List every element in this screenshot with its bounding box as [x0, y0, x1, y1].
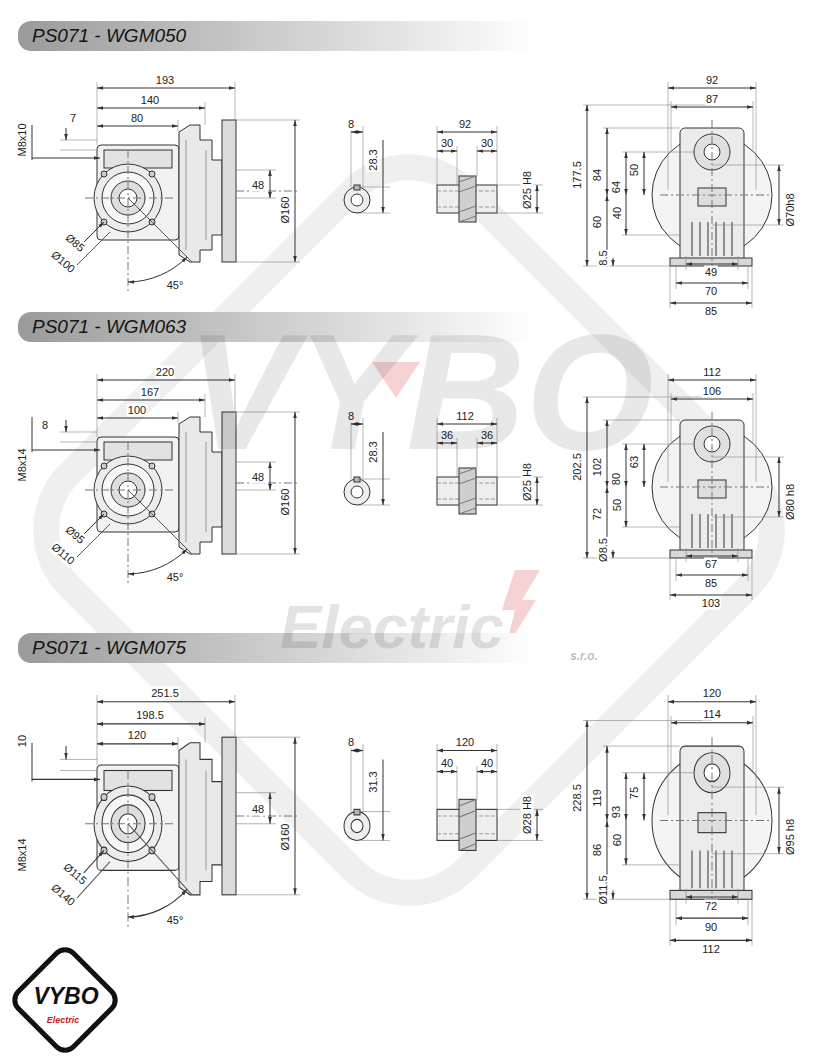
dimension-label: 228.5: [571, 783, 584, 813]
dimension-label: 8: [347, 735, 355, 748]
dimension-label: 60: [611, 833, 624, 847]
dimension-label: 85: [704, 577, 718, 590]
section-drawing: [32, 695, 784, 946]
dimension-label: Ø28 H8: [521, 795, 534, 835]
dimension-label: 120: [702, 686, 722, 699]
dimension-label: 60: [591, 215, 604, 229]
dimension-label: 40: [611, 206, 624, 220]
dimension-label: Ø160: [279, 823, 292, 852]
dimension-label: 120: [127, 728, 147, 741]
dimension-label: 8: [347, 118, 355, 131]
section-band: PS071 - WGM050: [18, 21, 538, 51]
dimension-label: 140: [140, 94, 160, 107]
dimension-label: 193: [155, 74, 175, 87]
dimension-label: Ø140: [48, 881, 79, 910]
dimension-label: M8x14: [16, 837, 29, 872]
dimension-label: Ø115: [60, 860, 90, 888]
dimension-label: 198.5: [135, 709, 165, 722]
dimension-label: 87: [705, 93, 719, 106]
dimension-label: Ø95: [62, 523, 88, 548]
dimension-label: 84: [591, 168, 604, 182]
dimension-label: Ø25 H8: [521, 170, 534, 210]
dimension-label: 103: [701, 597, 721, 610]
dimension-label: Ø100: [48, 248, 79, 277]
dimension-label: 93: [610, 804, 623, 818]
dimension-label: 119: [591, 788, 604, 808]
dimension-label: 72: [704, 899, 718, 912]
dimension-label: 75: [628, 786, 641, 800]
dimension-label: Ø160: [279, 196, 292, 225]
dimension-label: Ø11.5: [597, 875, 610, 906]
dimension-label: 100: [127, 404, 147, 417]
dimension-label: 64: [610, 180, 623, 194]
watermark-logo: VYBO: [186, 310, 654, 475]
dimension-label: Ø95 h8: [784, 818, 797, 856]
dimension-label: 28.3: [367, 148, 380, 171]
dimension-label: 86: [591, 843, 604, 857]
logo-text: VYBO: [33, 985, 98, 1008]
dimension-label: 92: [705, 74, 719, 87]
dimension-label: 112: [701, 943, 721, 956]
dimension-label: 30: [440, 137, 454, 150]
dimension-label: 85: [704, 305, 718, 318]
dimension-label: 114: [702, 707, 722, 720]
dimension-label: 30: [480, 137, 494, 150]
dimension-label: 8.5: [597, 249, 610, 266]
dimension-label: 10: [16, 733, 29, 747]
dimension-label: 92: [458, 118, 472, 131]
dimension-label: 120: [455, 735, 475, 748]
dimension-label: 45°: [166, 571, 185, 584]
watermark-text: Electric: [280, 596, 504, 658]
dimension-label: M8x10: [16, 122, 29, 157]
dimension-label: M8x14: [16, 447, 29, 482]
dimension-label: 48: [251, 179, 265, 192]
dimension-label: 167: [140, 386, 160, 399]
dimension-label: 45°: [166, 279, 185, 292]
dimension-label: 106: [702, 385, 722, 398]
dimension-label: 80: [130, 112, 144, 125]
dimension-label: 67: [704, 558, 718, 571]
dimension-label: 31.3: [367, 770, 380, 793]
dimension-label: 70: [704, 285, 718, 298]
dimension-label: 45°: [166, 914, 185, 927]
dimension-label: 72: [591, 507, 604, 521]
section-title: PS071 - WGM050: [18, 21, 538, 51]
dimension-label: 48: [251, 803, 265, 816]
dimension-label: Ø8.5: [597, 537, 610, 563]
dimension-label: 112: [702, 366, 722, 379]
watermark-text: s.r.o.: [570, 650, 598, 662]
dimension-label: 220: [155, 366, 175, 379]
dimension-label: 40: [480, 756, 494, 769]
dimension-label: 177.5: [571, 160, 584, 190]
dimension-label: 40: [440, 756, 454, 769]
dimension-label: 251.5: [150, 686, 180, 699]
dimension-label: 50: [628, 163, 641, 177]
dimension-label: Ø80 h8: [784, 483, 797, 521]
dimension-label: 49: [704, 266, 718, 279]
section-drawing: [32, 82, 784, 308]
dimension-label: 90: [704, 921, 718, 934]
dimension-label: 50: [611, 498, 624, 512]
dimension-label: Ø85: [62, 231, 88, 256]
dimension-label: Ø160: [279, 488, 292, 517]
logo-subtext: Electric: [47, 1016, 80, 1025]
dimension-label: 7: [69, 112, 77, 125]
dimension-label: Ø70h8: [784, 192, 797, 227]
dimension-label: 8: [41, 419, 49, 432]
